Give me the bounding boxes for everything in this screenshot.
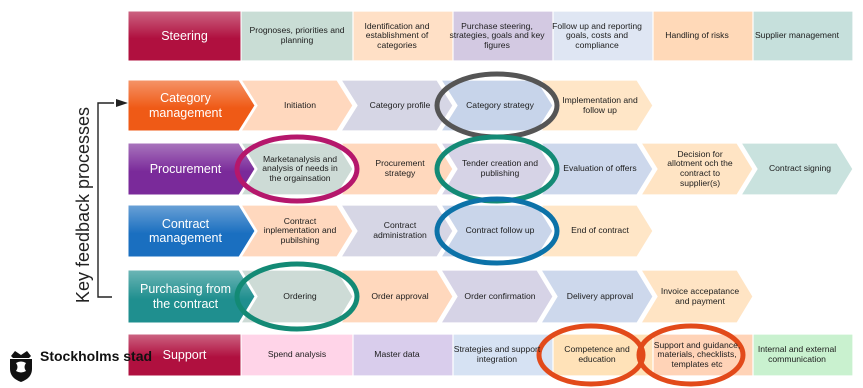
procurement-heading	[127, 142, 256, 196]
category-step-3-label: Category strategy	[466, 99, 534, 110]
category-step-1-label: Initiation	[283, 99, 316, 110]
steering-step-6-label: Supplier management	[754, 30, 840, 41]
logo-text: Stockholms stad	[40, 348, 153, 364]
category-heading	[127, 79, 256, 132]
steering-step-3-label: Purchase steering, strategies, goals and…	[449, 20, 545, 50]
highlight-ring-2	[234, 134, 360, 204]
category-step-2	[339, 79, 454, 132]
category-step-1	[239, 79, 354, 132]
steering-step-1-label: Prognoses, priorities and planning	[249, 25, 345, 45]
contract-step-4-label: End of contract	[571, 225, 629, 236]
purchasing-step-5	[639, 269, 754, 324]
stockholm-logo	[5, 349, 135, 383]
steering-step-5-label: Handling of risks	[665, 30, 729, 41]
steering-heading	[127, 10, 242, 62]
purchasing-step-3	[439, 269, 554, 324]
contract-step-2	[339, 204, 454, 258]
contract-step-1	[239, 204, 354, 258]
procurement-step-1-label: Marketanalysis and analysis of needs in …	[262, 153, 338, 183]
support-heading	[127, 333, 242, 377]
purchasing-step-5-label: Invoice accepatance and payment	[660, 285, 740, 306]
procurement-step-4-label: Evaluation of offers	[563, 163, 637, 174]
contract-step-1-label: Contract inplementation and pubilshing	[263, 215, 337, 245]
contract-step-3-label: Contract follow up	[465, 225, 535, 236]
procurement-step-6	[739, 142, 854, 196]
crown-shield-icon	[10, 351, 32, 382]
procurement-step-2-label: Procurement strategy	[375, 158, 425, 178]
highlight-ring-7	[636, 323, 746, 387]
support-step-3-label: Strategies and support integration	[453, 344, 541, 364]
support-step-6-label: Internal and external communication	[757, 344, 837, 364]
procurement-step-5	[639, 142, 754, 196]
key-feedback-label: Key feedback processes	[72, 106, 93, 304]
purchasing-step-3-label: Order confirmation	[464, 290, 536, 301]
purchasing-heading-label: Purchasing from the contract	[139, 282, 231, 311]
purchasing-step-2-label: Order approval	[371, 290, 429, 301]
steering-heading-label: Steering	[161, 28, 208, 43]
purchasing-step-4-label: Delivery approval	[566, 290, 634, 301]
contract-heading	[127, 204, 256, 258]
highlight-ring-4	[434, 196, 560, 266]
procurement-step-6-label: Contract signing	[768, 163, 832, 174]
purchasing-heading	[127, 269, 256, 324]
highlight-ring-6	[536, 323, 646, 387]
support-heading-label: Support	[162, 347, 207, 362]
support-step-4-label: Competence and education	[564, 344, 630, 364]
support-step-1-label: Spend analysis	[267, 349, 327, 360]
procurement-heading-label: Procurement	[149, 161, 222, 176]
category-step-4-label: Implementation and follow up	[562, 94, 638, 115]
feedback-arrow	[97, 99, 128, 298]
purchasing-step-1-label: Ordering	[283, 290, 317, 301]
procurement-step-5-label: Decision for allotment och the contract …	[667, 148, 733, 188]
steering-step-4-label: Follow up and reporting goals, costs and…	[552, 20, 642, 50]
contract-heading-label: Contract management	[149, 216, 222, 245]
category-heading-label: Category management	[149, 91, 222, 120]
support-step-2-label: Master data	[374, 349, 420, 360]
contract-step-2-label: Contract administration	[373, 220, 427, 240]
highlight-ring-5	[234, 261, 360, 332]
purchasing-step-4	[539, 269, 654, 324]
category-step-2-label: Category profile	[369, 99, 431, 110]
support-step-5-label: Support and guidance, materials, checkli…	[653, 339, 741, 369]
procurement-step-3-label: Tender creation and publishing	[462, 158, 538, 178]
steering-step-2-label: Identification and establishment of cate…	[364, 20, 430, 50]
